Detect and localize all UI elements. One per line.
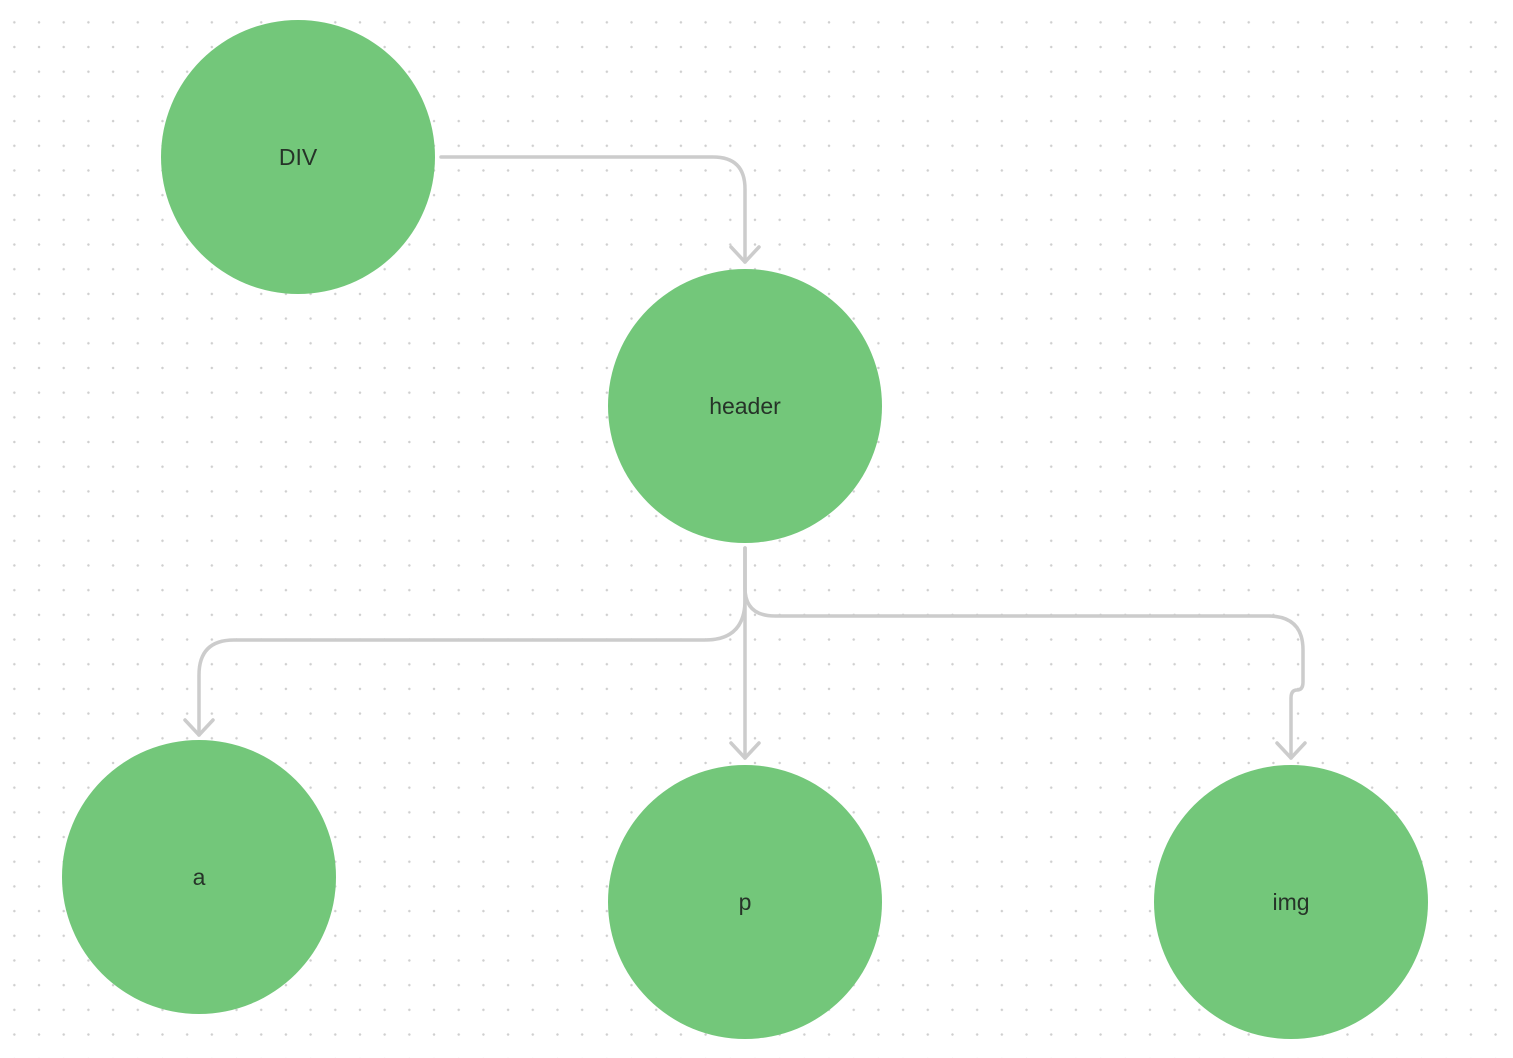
edge-header-img[interactable] [743,546,1307,760]
node-img-label: img [1272,888,1310,915]
node-header-label: header [709,392,781,419]
edge-div-header[interactable] [439,155,761,264]
node-p-label: p [738,888,752,915]
node-div[interactable]: DIV [161,20,435,294]
edge-header-a[interactable] [183,546,747,737]
node-img[interactable]: img [1154,765,1428,1039]
node-div-label: DIV [278,143,318,170]
node-a-label: a [192,863,206,890]
node-a[interactable]: a [62,740,336,1014]
node-header[interactable]: header [608,269,882,543]
node-p[interactable]: p [608,765,882,1039]
